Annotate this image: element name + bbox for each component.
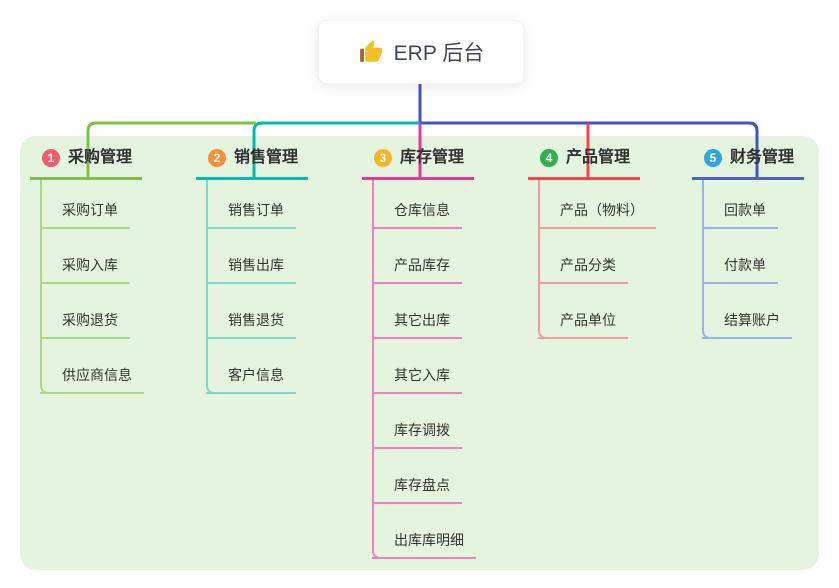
child-node: 产品库存 (372, 255, 462, 284)
child-label[interactable]: 采购订单 (40, 200, 130, 229)
child-label[interactable]: 采购退货 (40, 310, 130, 339)
branch-title-finance[interactable]: 5 财务管理 (692, 147, 805, 180)
child-label[interactable]: 客户信息 (206, 365, 296, 394)
branch-title-sales[interactable]: 2 销售管理 (196, 147, 309, 180)
root-node[interactable]: ERP 后台 (318, 20, 524, 84)
branch-product: 4 产品管理 产品（物料） 产品分类 产品单位 (528, 147, 656, 339)
child-node: 产品单位 (538, 310, 628, 339)
child-label[interactable]: 产品库存 (372, 255, 462, 284)
branch-title-product[interactable]: 4 产品管理 (528, 147, 641, 180)
branch-label: 采购管理 (68, 149, 133, 166)
branch-title-purchase[interactable]: 1 采购管理 (30, 147, 143, 180)
branch-number-badge: 2 (208, 149, 226, 167)
branch-number-badge: 3 (374, 149, 392, 167)
child-node: 销售退货 (206, 310, 296, 339)
child-label[interactable]: 付款单 (702, 255, 778, 284)
child-label[interactable]: 其它入库 (372, 365, 462, 394)
branch-label: 库存管理 (400, 149, 465, 166)
branch-inventory: 3 库存管理 仓库信息 产品库存 其它出库 其它入库 库存调拨 库存盘点 出库库… (362, 147, 476, 559)
branch-sales: 2 销售管理 销售订单 销售出库 销售退货 客户信息 (196, 147, 309, 394)
branch-purchase: 1 采购管理 采购订单 采购入库 采购退货 供应商信息 (30, 147, 144, 394)
child-node: 客户信息 (206, 365, 296, 394)
child-node: 其它入库 (372, 365, 462, 394)
child-node: 出库库明细 (372, 530, 476, 559)
child-node: 销售出库 (206, 255, 296, 284)
branch-title-inventory[interactable]: 3 库存管理 (362, 147, 475, 180)
child-node: 采购入库 (40, 255, 130, 284)
child-label[interactable]: 产品分类 (538, 255, 628, 284)
child-node: 库存盘点 (372, 475, 462, 504)
branch-number-badge: 1 (42, 149, 60, 167)
branch-finance: 5 财务管理 回款单 付款单 结算账户 (692, 147, 805, 339)
content-panel (20, 136, 819, 570)
child-label[interactable]: 出库库明细 (372, 530, 476, 559)
branch-label: 销售管理 (234, 149, 299, 166)
child-label[interactable]: 产品单位 (538, 310, 628, 339)
child-label[interactable]: 回款单 (702, 200, 778, 229)
child-label[interactable]: 结算账户 (702, 310, 792, 339)
child-label[interactable]: 仓库信息 (372, 200, 462, 229)
child-label[interactable]: 供应商信息 (40, 365, 144, 394)
child-label[interactable]: 销售出库 (206, 255, 296, 284)
thumbs-up-icon (359, 40, 383, 62)
child-node: 销售订单 (206, 200, 296, 229)
child-node: 采购退货 (40, 310, 130, 339)
child-label[interactable]: 产品（物料） (538, 200, 656, 229)
branch-label: 产品管理 (566, 149, 631, 166)
child-label[interactable]: 销售退货 (206, 310, 296, 339)
child-node: 仓库信息 (372, 200, 462, 229)
child-node: 付款单 (702, 255, 778, 284)
child-node: 库存调拨 (372, 420, 462, 449)
branch-number-badge: 4 (540, 149, 558, 167)
child-node: 回款单 (702, 200, 778, 229)
child-label[interactable]: 库存盘点 (372, 475, 462, 504)
root-label: ERP 后台 (393, 42, 485, 65)
child-node: 产品分类 (538, 255, 628, 284)
child-node: 产品（物料） (538, 200, 656, 229)
child-node: 采购订单 (40, 200, 130, 229)
child-label[interactable]: 库存调拨 (372, 420, 462, 449)
child-label[interactable]: 采购入库 (40, 255, 130, 284)
child-node: 其它出库 (372, 310, 462, 339)
child-label[interactable]: 其它出库 (372, 310, 462, 339)
child-label[interactable]: 销售订单 (206, 200, 296, 229)
child-node: 结算账户 (702, 310, 792, 339)
child-node: 供应商信息 (40, 365, 144, 394)
branch-label: 财务管理 (730, 149, 795, 166)
branch-number-badge: 5 (704, 149, 722, 167)
